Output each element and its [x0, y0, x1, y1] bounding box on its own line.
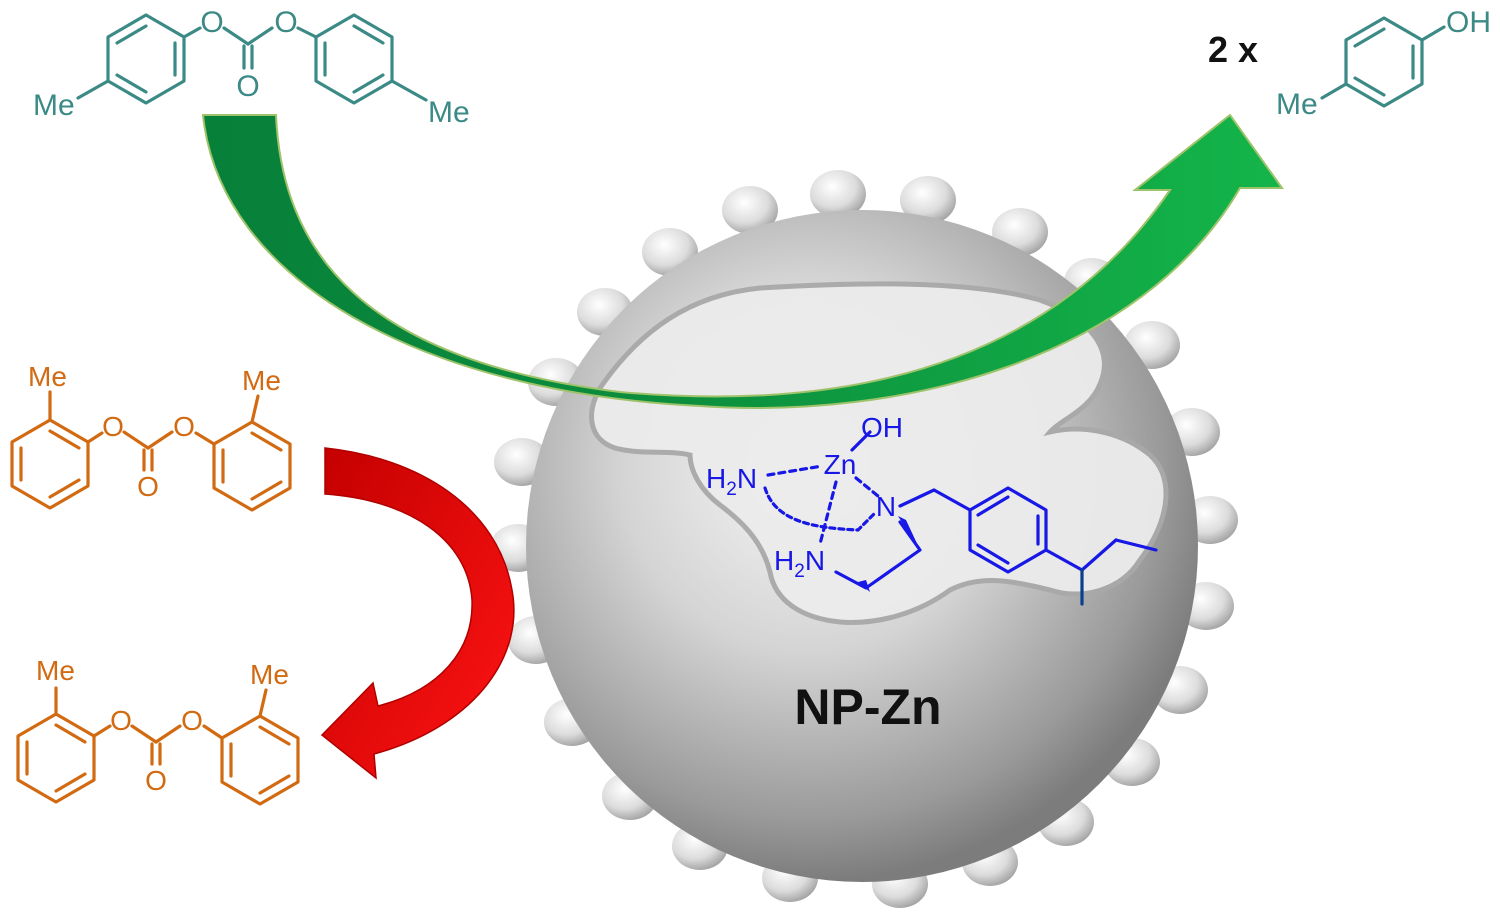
amine-2-label: H2N	[774, 545, 825, 582]
surface-bump	[810, 170, 866, 218]
methyl-label: Me	[33, 89, 75, 122]
methyl-bond	[1320, 82, 1348, 100]
methyl-label: Me	[242, 365, 281, 396]
o-c-bond	[222, 26, 250, 46]
o-c-bond	[122, 430, 150, 450]
carbonyl-oxygen: O	[137, 471, 159, 502]
carbonyl-oxygen: O	[145, 765, 167, 796]
methyl-label: Me	[36, 655, 75, 686]
red-curved-arrow	[320, 447, 515, 780]
benzene-ring	[314, 13, 394, 105]
ester-oxygen: O	[173, 411, 195, 442]
ester-oxygen: O	[200, 6, 223, 39]
methyl-label: Me	[428, 96, 470, 129]
zinc-complex: Zn OH H2N H2N N	[706, 412, 1158, 606]
aromatic-bond	[976, 495, 1010, 517]
c-o-bond	[246, 26, 274, 46]
methyl-bond	[76, 79, 110, 100]
ester-oxygen: O	[110, 705, 132, 736]
aromatic-bond	[352, 24, 385, 45]
coordination-bond	[854, 476, 880, 498]
product: 2 x OH Me	[1208, 6, 1491, 121]
surface-bump	[722, 186, 778, 234]
wedge-bond	[898, 516, 920, 550]
ester-oxygen: O	[181, 705, 203, 736]
coordination-bond	[766, 464, 824, 477]
aromatic-bond	[976, 543, 1010, 565]
c-o-bond	[154, 724, 182, 744]
aryl-o-bond	[182, 26, 202, 39]
alkyl-bond	[1114, 538, 1158, 552]
ester-oxygen: O	[274, 6, 297, 39]
benzene-ring	[1344, 16, 1424, 108]
benzyl-bond	[932, 488, 972, 512]
c-o-bond	[146, 430, 174, 450]
left-unreacted: Me O O O Me	[16, 655, 300, 806]
o-aryl-bond	[296, 26, 318, 39]
catalyst-label: NP-Zn	[794, 679, 941, 735]
aromatic-bond	[54, 723, 87, 744]
left-reactant: Me O O O Me	[10, 361, 292, 512]
coordination-bond	[818, 480, 838, 546]
aryl-o-bond	[86, 431, 104, 444]
zinc-atom: Zn	[824, 449, 857, 480]
top-reactant: Me O O O Me	[33, 6, 470, 129]
aromatic-bond	[1353, 76, 1386, 97]
benzyl-bond	[898, 488, 936, 508]
methyl-bond	[250, 394, 260, 424]
o-aryl-bond	[202, 724, 224, 740]
methyl-label: Me	[1276, 88, 1318, 121]
wedge-bond	[858, 580, 870, 592]
surface-bump	[900, 176, 956, 224]
methyl-label: Me	[250, 659, 289, 690]
aromatic-bond	[258, 725, 291, 746]
tertiary-n-label: N	[876, 491, 896, 522]
o-c-bond	[130, 724, 158, 744]
hydroxyl-bond	[1420, 25, 1446, 42]
aromatic-bond	[258, 774, 291, 795]
aromatic-bond	[352, 73, 385, 94]
stoichiometric-coefficient: 2 x	[1208, 29, 1258, 70]
aromatic-bond	[115, 73, 148, 94]
carbonyl-oxygen: O	[236, 70, 259, 103]
hydroxide-label: OH	[861, 412, 903, 443]
aromatic-bond	[48, 429, 81, 450]
alkyl-bond	[1080, 538, 1118, 572]
methyl-bond	[390, 79, 428, 102]
green-curved-arrow	[201, 113, 1284, 409]
methyl-bond	[258, 688, 268, 718]
benzene-ring	[220, 714, 300, 806]
aromatic-bond	[250, 480, 283, 501]
o-aryl-bond	[194, 431, 216, 446]
amine-1-label: H2N	[706, 463, 757, 500]
benzene-ring	[212, 420, 292, 512]
aryl-o-bond	[92, 724, 112, 738]
methyl-label: Me	[28, 361, 67, 392]
benzene-ring	[16, 712, 96, 804]
zn-oh-bond	[850, 430, 872, 452]
hydroxyl-label: OH	[1446, 6, 1491, 39]
aromatic-bond	[250, 431, 283, 452]
benzene-ring	[10, 418, 90, 510]
aromatic-bond	[48, 478, 81, 499]
ester-oxygen: O	[102, 411, 124, 442]
benzene-ring	[106, 13, 186, 105]
alkyl-bond	[1044, 548, 1084, 572]
ethylene-bridge	[834, 520, 922, 590]
aromatic-bond	[1353, 27, 1386, 48]
aromatic-bond	[54, 772, 87, 793]
back-bond	[763, 486, 876, 532]
binding-pocket	[589, 281, 1169, 625]
aromatic-bond	[115, 24, 148, 45]
